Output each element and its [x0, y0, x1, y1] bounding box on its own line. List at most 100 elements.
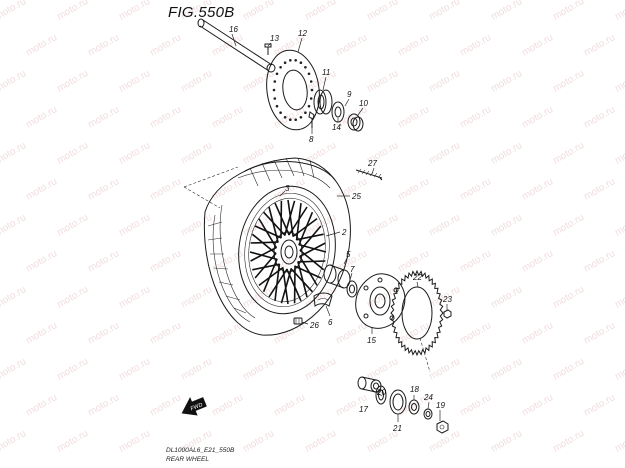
watermark-text: moto.ru — [582, 176, 617, 202]
watermark-text: moto.ru — [179, 356, 214, 382]
seal-upper-part — [347, 113, 364, 132]
callout-6: 6 — [325, 305, 333, 327]
watermark-text: moto.ru — [396, 176, 431, 202]
watermark-text: moto.ru — [55, 0, 90, 23]
watermark-text: moto.ru — [0, 284, 28, 310]
watermark-text: moto.ru — [551, 356, 586, 382]
callout-number: 21 — [392, 424, 402, 433]
watermark-text: moto.ru — [427, 212, 462, 238]
callout-number: 20 — [376, 388, 386, 397]
wheel-spoke — [252, 263, 280, 271]
callout-number: 6 — [328, 318, 333, 327]
wheel-spoke — [268, 206, 279, 243]
watermark-text: moto.ru — [520, 320, 555, 346]
watermark-text: moto.ru — [613, 212, 625, 238]
screw-part — [264, 43, 272, 55]
watermark-text: moto.ru — [24, 176, 59, 202]
watermark-text: moto.ru — [396, 248, 431, 274]
watermark-text: moto.ru — [551, 428, 586, 454]
figure-code: DL1000AL6_E21_550B — [166, 447, 235, 454]
watermark-text: moto.ru — [303, 68, 338, 94]
wheel-spokes — [249, 199, 327, 305]
watermark-text: moto.ru — [489, 284, 524, 310]
watermark-text: moto.ru — [241, 428, 276, 454]
watermark-text: moto.ru — [551, 212, 586, 238]
figure-title: FIG.550B — [168, 4, 235, 21]
spacer-ring-part — [313, 89, 333, 115]
watermark-text: moto.ru — [458, 392, 493, 418]
callout-number: 17 — [359, 405, 368, 414]
watermark-text: moto.ru — [24, 320, 59, 346]
watermark-text: moto.ru — [427, 356, 462, 382]
callout-25: 25 — [337, 192, 361, 201]
wheel-spoke — [299, 242, 326, 258]
wheel-spoke — [258, 218, 278, 249]
callout-number: 10 — [359, 99, 368, 108]
callout-number: 19 — [436, 401, 445, 410]
watermark-text: moto.ru — [117, 284, 152, 310]
watermark-text: moto.ru — [613, 428, 625, 454]
wheel-spoke — [251, 233, 277, 255]
callout-14: 14 — [332, 118, 341, 132]
watermark-text: moto.ru — [0, 428, 28, 454]
wheel-spoke — [268, 268, 288, 298]
watermark-text: moto.ru — [210, 104, 245, 130]
callout-7: 7 — [349, 265, 355, 281]
fwd-label: FWD — [190, 402, 204, 412]
watermark-text: moto.ru — [582, 32, 617, 58]
disc-hole — [307, 72, 311, 76]
watermark-text: moto.ru — [86, 248, 121, 274]
sprocket-drum-part — [355, 273, 406, 329]
watermark-layer: moto.ru moto.ru moto.ru moto.ru moto.ru moto.… — [0, 0, 625, 455]
watermark-text: moto.ru — [365, 68, 400, 94]
watermark-text: moto.ru — [148, 104, 183, 130]
callout-16: 16 — [229, 25, 238, 47]
callout-22: 22 — [412, 273, 422, 288]
callout-number: 25 — [351, 192, 361, 201]
disc-hole — [273, 97, 277, 100]
callout-number: 8 — [309, 135, 314, 144]
watermark-text: moto.ru — [582, 320, 617, 346]
disc-hole — [275, 104, 279, 108]
watermark-text: moto.ru — [458, 320, 493, 346]
watermark-text: moto.ru — [520, 32, 555, 58]
spacer-bottom-part — [375, 385, 387, 405]
watermark-text: moto.ru — [55, 428, 90, 454]
tire-part — [203, 157, 351, 336]
callout-number: 3 — [285, 184, 290, 193]
watermark-text: moto.ru — [458, 176, 493, 202]
watermark-text: moto.ru — [117, 140, 152, 166]
callout-number: 12 — [298, 29, 307, 38]
watermark-text: moto.ru — [117, 212, 152, 238]
watermark-text: moto.ru — [551, 0, 586, 23]
watermark-text: moto.ru — [489, 356, 524, 382]
callout-number: 16 — [229, 25, 238, 34]
callout-number: 9 — [347, 90, 352, 99]
callout-17: 17 — [359, 405, 368, 414]
watermark-text: moto.ru — [0, 212, 28, 238]
nut-upper-part — [443, 309, 452, 319]
watermark-text: moto.ru — [24, 248, 59, 274]
watermark-text: moto.ru — [613, 140, 625, 166]
disc-hole — [294, 118, 298, 121]
disc-hole — [283, 61, 287, 64]
callout-2: 2 — [325, 228, 347, 237]
callout-21: 21 — [392, 414, 402, 433]
wheel-spoke — [258, 266, 284, 287]
watermark-text: moto.ru — [334, 320, 369, 346]
wheel-spoke — [280, 268, 293, 304]
watermark-text: moto.ru — [24, 32, 59, 58]
watermark-text: moto.ru — [55, 140, 90, 166]
watermark-text: moto.ru — [551, 140, 586, 166]
callout-number: 7 — [350, 265, 355, 274]
callout-5: 5 — [343, 250, 351, 265]
callout-number: 27 — [367, 159, 377, 168]
wheel-spoke — [299, 225, 322, 252]
watermark-text: moto.ru — [520, 248, 555, 274]
disc-hole — [289, 118, 292, 121]
watermark-text: moto.ru — [613, 68, 625, 94]
wheel-spoke — [288, 206, 308, 236]
fwd-arrow: FWD — [181, 396, 207, 416]
watermark-text: moto.ru — [303, 0, 338, 23]
watermark-text: moto.ru — [365, 212, 400, 238]
